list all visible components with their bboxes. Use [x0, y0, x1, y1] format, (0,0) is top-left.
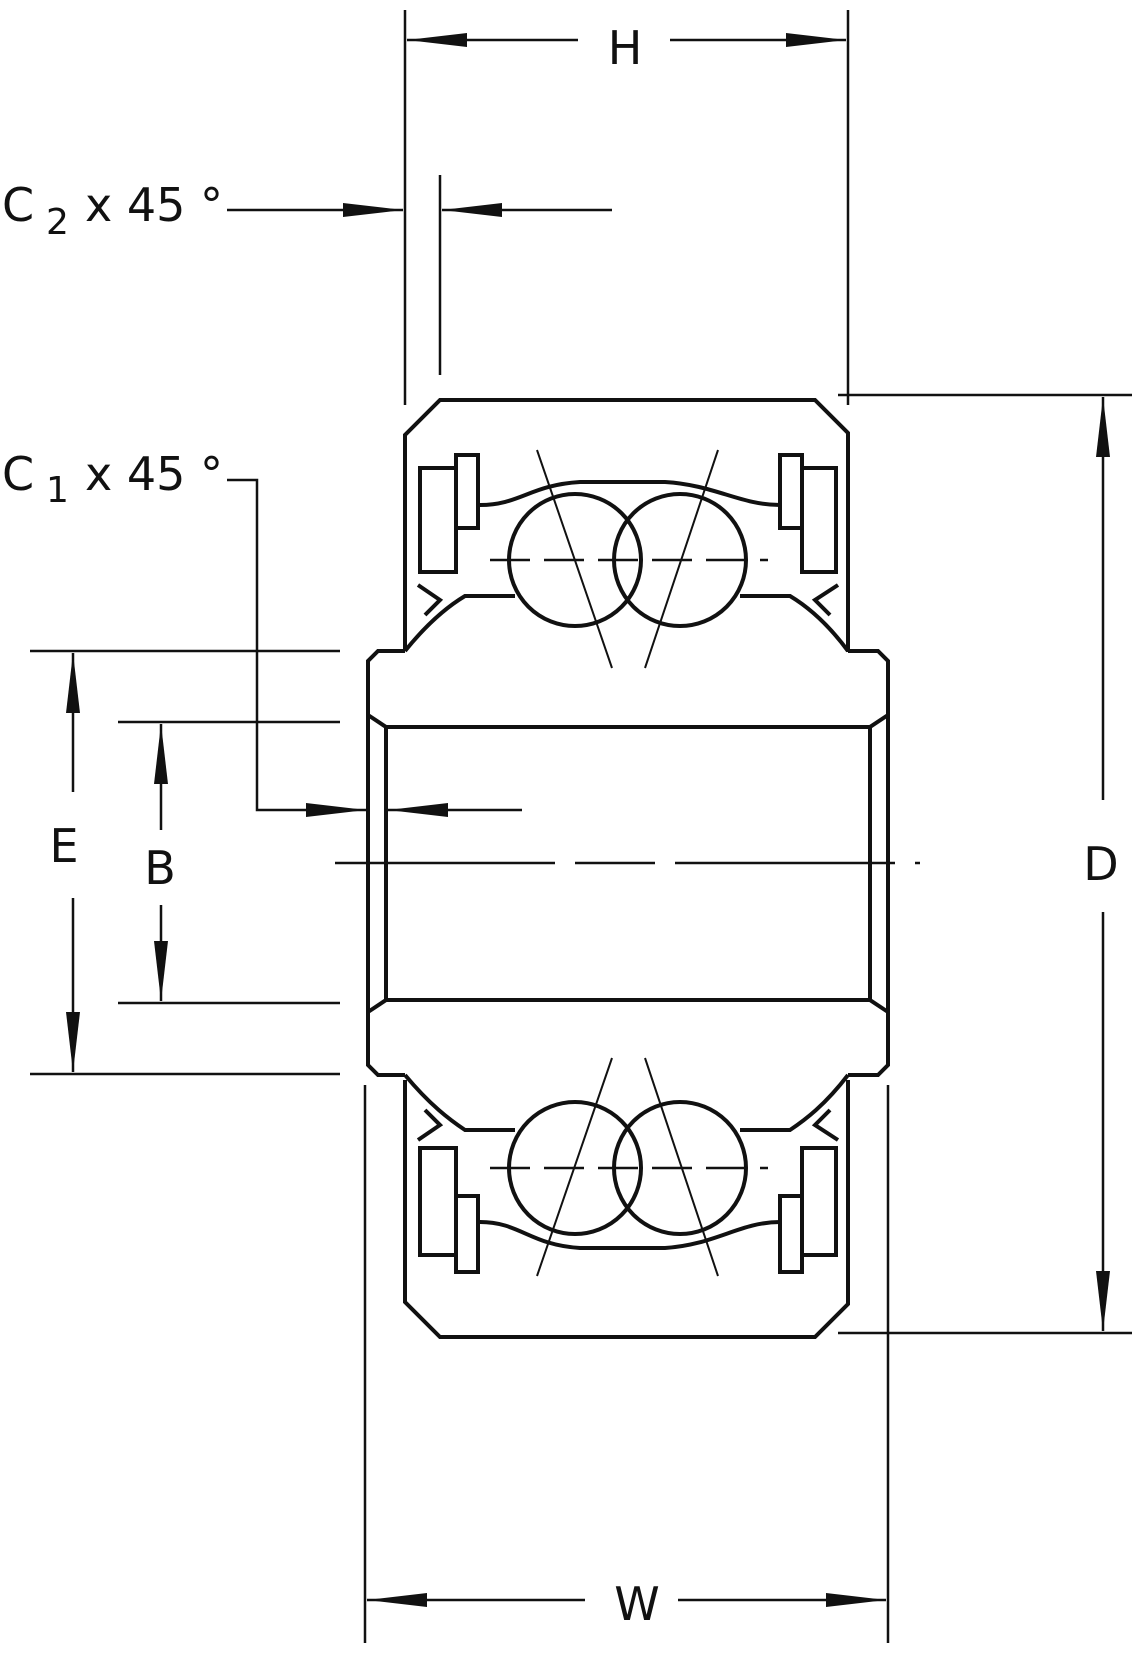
chamfer-label-c1: C 1 x 45 ° — [2, 447, 223, 511]
dimension-label-w: W — [614, 1577, 659, 1631]
svg-text:1: 1 — [46, 470, 69, 511]
svg-text:x 45 °: x 45 ° — [85, 447, 223, 501]
dimension-c1 — [227, 478, 522, 817]
chamfer-label-c2: C 2 x 45 ° — [2, 178, 223, 243]
extension-lines — [30, 10, 1132, 1643]
dimension-label-d: D — [1083, 837, 1118, 891]
dimension-label-b: B — [144, 841, 176, 895]
dimension-label-e: E — [49, 819, 78, 873]
svg-text:C: C — [2, 447, 34, 501]
outer-ring — [403, 398, 850, 1339]
ball-set-bottom — [416, 1057, 840, 1277]
dimension-label-h: H — [608, 21, 643, 75]
svg-text:x 45 °: x 45 ° — [85, 178, 223, 232]
center-lines — [335, 558, 920, 1170]
svg-text:C: C — [2, 178, 34, 232]
svg-text:2: 2 — [46, 202, 69, 243]
